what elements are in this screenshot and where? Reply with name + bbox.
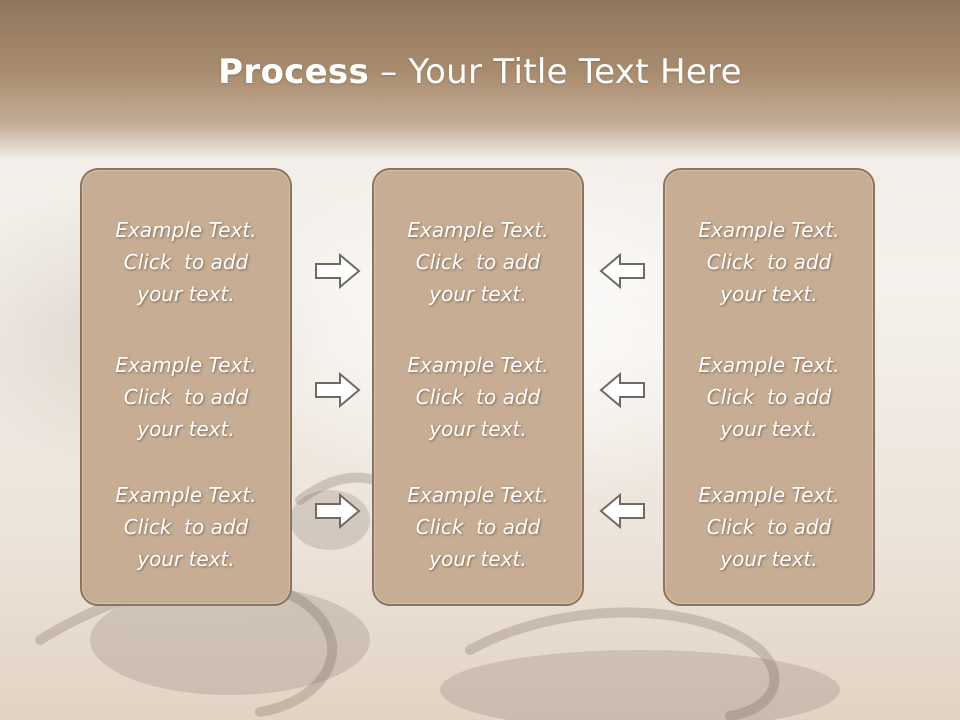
text-line: Example Text. bbox=[115, 353, 257, 377]
text-line: Example Text. bbox=[407, 483, 549, 507]
text-line: Click to add bbox=[706, 385, 832, 409]
text-line: Click to add bbox=[415, 515, 541, 539]
text-line: Click to add bbox=[706, 515, 832, 539]
arrow-right-icon[interactable] bbox=[314, 492, 362, 530]
process-box-right[interactable]: Example Text. Click to add your text. Ex… bbox=[663, 168, 875, 606]
text-line: your text. bbox=[429, 417, 527, 441]
text-line: Example Text. bbox=[698, 353, 840, 377]
text-line: Click to add bbox=[123, 250, 249, 274]
text-placeholder[interactable]: Example Text. Click to add your text. bbox=[665, 349, 873, 445]
title-bold-text: Process bbox=[218, 52, 370, 92]
text-line: Click to add bbox=[123, 515, 249, 539]
text-line: Example Text. bbox=[698, 218, 840, 242]
text-placeholder[interactable]: Example Text. Click to add your text. bbox=[374, 214, 582, 310]
text-placeholder[interactable]: Example Text. Click to add your text. bbox=[374, 479, 582, 575]
text-line: your text. bbox=[429, 547, 527, 571]
text-line: Click to add bbox=[415, 385, 541, 409]
text-line: your text. bbox=[137, 547, 235, 571]
text-line: your text. bbox=[720, 547, 818, 571]
text-placeholder[interactable]: Example Text. Click to add your text. bbox=[665, 479, 873, 575]
arrow-right-icon[interactable] bbox=[314, 252, 362, 290]
slide-title[interactable]: Process – Your Title Text Here bbox=[0, 52, 960, 92]
text-line: your text. bbox=[720, 282, 818, 306]
text-line: your text. bbox=[137, 417, 235, 441]
arrow-left-icon[interactable] bbox=[598, 252, 646, 290]
text-line: Example Text. bbox=[407, 218, 549, 242]
text-placeholder[interactable]: Example Text. Click to add your text. bbox=[82, 214, 290, 310]
text-line: Example Text. bbox=[115, 218, 257, 242]
arrow-right-icon[interactable] bbox=[314, 371, 362, 409]
arrow-left-icon[interactable] bbox=[598, 492, 646, 530]
text-line: Example Text. bbox=[115, 483, 257, 507]
title-rest-text: – Your Title Text Here bbox=[369, 52, 742, 92]
text-line: Click to add bbox=[123, 385, 249, 409]
text-line: Example Text. bbox=[698, 483, 840, 507]
text-line: Click to add bbox=[706, 250, 832, 274]
text-placeholder[interactable]: Example Text. Click to add your text. bbox=[374, 349, 582, 445]
arrow-left-icon[interactable] bbox=[598, 371, 646, 409]
text-placeholder[interactable]: Example Text. Click to add your text. bbox=[665, 214, 873, 310]
text-line: Example Text. bbox=[407, 353, 549, 377]
text-placeholder[interactable]: Example Text. Click to add your text. bbox=[82, 349, 290, 445]
process-box-center[interactable]: Example Text. Click to add your text. Ex… bbox=[372, 168, 584, 606]
process-box-left[interactable]: Example Text. Click to add your text. Ex… bbox=[80, 168, 292, 606]
text-line: your text. bbox=[429, 282, 527, 306]
title-band bbox=[0, 0, 960, 160]
text-line: Click to add bbox=[415, 250, 541, 274]
text-line: your text. bbox=[137, 282, 235, 306]
text-placeholder[interactable]: Example Text. Click to add your text. bbox=[82, 479, 290, 575]
text-line: your text. bbox=[720, 417, 818, 441]
